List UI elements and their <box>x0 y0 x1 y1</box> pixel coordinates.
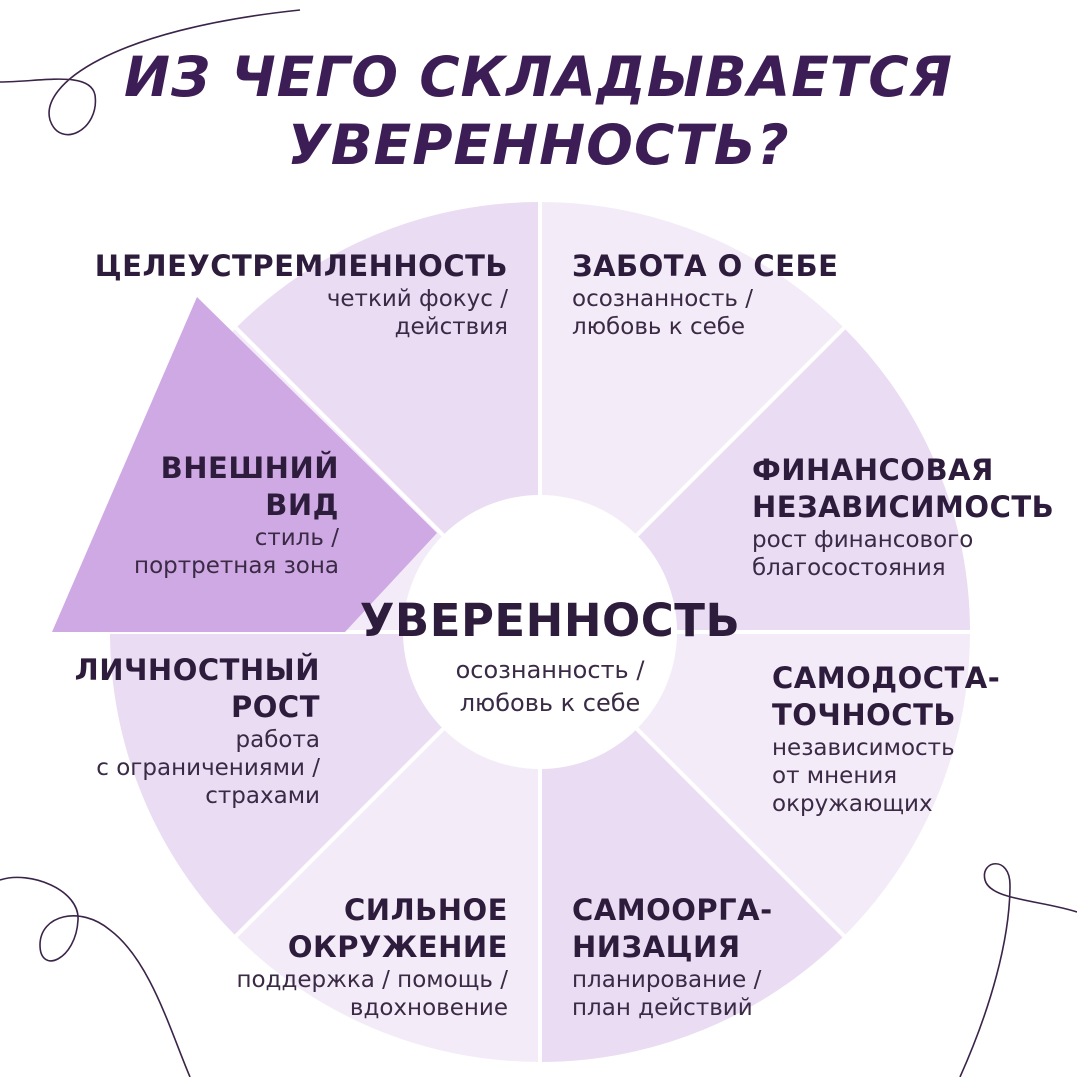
page-title-line1: ИЗ ЧЕГО СКЛАДЫВАЕТСЯ <box>123 45 954 109</box>
segment-title: НИЗАЦИЯ <box>572 930 741 964</box>
segment-title: ЗАБОТА О СЕБЕ <box>572 249 839 283</box>
segment-desc: благосостояния <box>752 555 946 581</box>
center-desc-line: любовь к себе <box>459 689 641 717</box>
segment-title: РОСТ <box>231 690 320 724</box>
segment-financial-independence: ФИНАНСОВАЯ НЕЗАВИСИМОСТЬ рост финансовог… <box>752 452 1054 582</box>
page-title-line2: УВЕРЕННОСТЬ? <box>287 113 790 177</box>
segment-desc: рост финансового <box>752 527 974 553</box>
center-circle <box>403 495 677 769</box>
segment-desc: любовь к себе <box>572 314 746 340</box>
segment-desc: окружающих <box>772 791 933 817</box>
center-desc-line: осознанность / <box>455 656 645 684</box>
segment-title: ЛИЧНОСТНЫЙ <box>74 653 320 687</box>
center-desc: осознанность / любовь к себе <box>380 654 720 720</box>
segment-desc: поддержка / помощь / <box>236 967 508 993</box>
segment-desc: четкий фокус / <box>326 286 508 312</box>
segment-self-care: ЗАБОТА О СЕБЕ осознанность / любовь к се… <box>572 248 838 341</box>
segment-desc: вдохновение <box>349 995 508 1021</box>
segment-desc: страхами <box>205 783 320 809</box>
segment-desc: стиль / <box>254 525 339 551</box>
decorative-swirl-bottom-left <box>0 876 191 1077</box>
segment-title: САМООРГА- <box>572 893 773 927</box>
segment-title: НЕЗАВИСИМОСТЬ <box>752 490 1055 524</box>
segment-desc: с ограничениями / <box>96 755 320 781</box>
segment-desc: независимость <box>772 735 955 761</box>
segment-title: ТОЧНОСТЬ <box>772 698 956 732</box>
highlight-wedge-appearance <box>52 297 437 632</box>
segment-self-organization: САМООРГА- НИЗАЦИЯ планирование / план де… <box>572 892 773 1022</box>
segment-desc: портретная зона <box>134 553 339 579</box>
segment-title: ОКРУЖЕНИЕ <box>287 930 508 964</box>
segment-title: ФИНАНСОВАЯ <box>752 453 994 487</box>
segment-title: ЦЕЛЕУСТРЕМЛЕННОСТЬ <box>94 249 508 283</box>
center-title: УВЕРЕННОСТЬ <box>359 594 741 647</box>
segment-title: ВНЕШНИЙ <box>160 451 339 485</box>
segment-desc: действия <box>394 314 508 340</box>
segment-title: ВИД <box>265 488 339 522</box>
segment-desc: планирование / <box>572 967 762 993</box>
segment-title: СИЛЬНОЕ <box>344 893 508 927</box>
segment-desc: работа <box>235 727 320 753</box>
segment-desc: осознанность / <box>572 286 753 312</box>
segment-strong-environment: СИЛЬНОЕ ОКРУЖЕНИЕ поддержка / помощь / в… <box>236 892 508 1022</box>
decorative-swirl-bottom-right <box>959 862 1077 1077</box>
segment-personal-growth: ЛИЧНОСТНЫЙ РОСТ работа с ограничениями /… <box>75 652 320 810</box>
segment-title: САМОДОСТА- <box>772 661 1001 695</box>
segment-self-sufficiency: САМОДОСТА- ТОЧНОСТЬ независимость от мне… <box>772 660 1000 818</box>
segment-desc: от мнения <box>772 763 898 789</box>
decorative-swirl-top-left <box>0 9 301 136</box>
segment-purposefulness: ЦЕЛЕУСТРЕМЛЕННОСТЬ четкий фокус / действ… <box>95 248 508 341</box>
segment-appearance: ВНЕШНИЙ ВИД стиль / портретная зона <box>134 450 339 580</box>
segment-desc: план действий <box>572 995 753 1021</box>
